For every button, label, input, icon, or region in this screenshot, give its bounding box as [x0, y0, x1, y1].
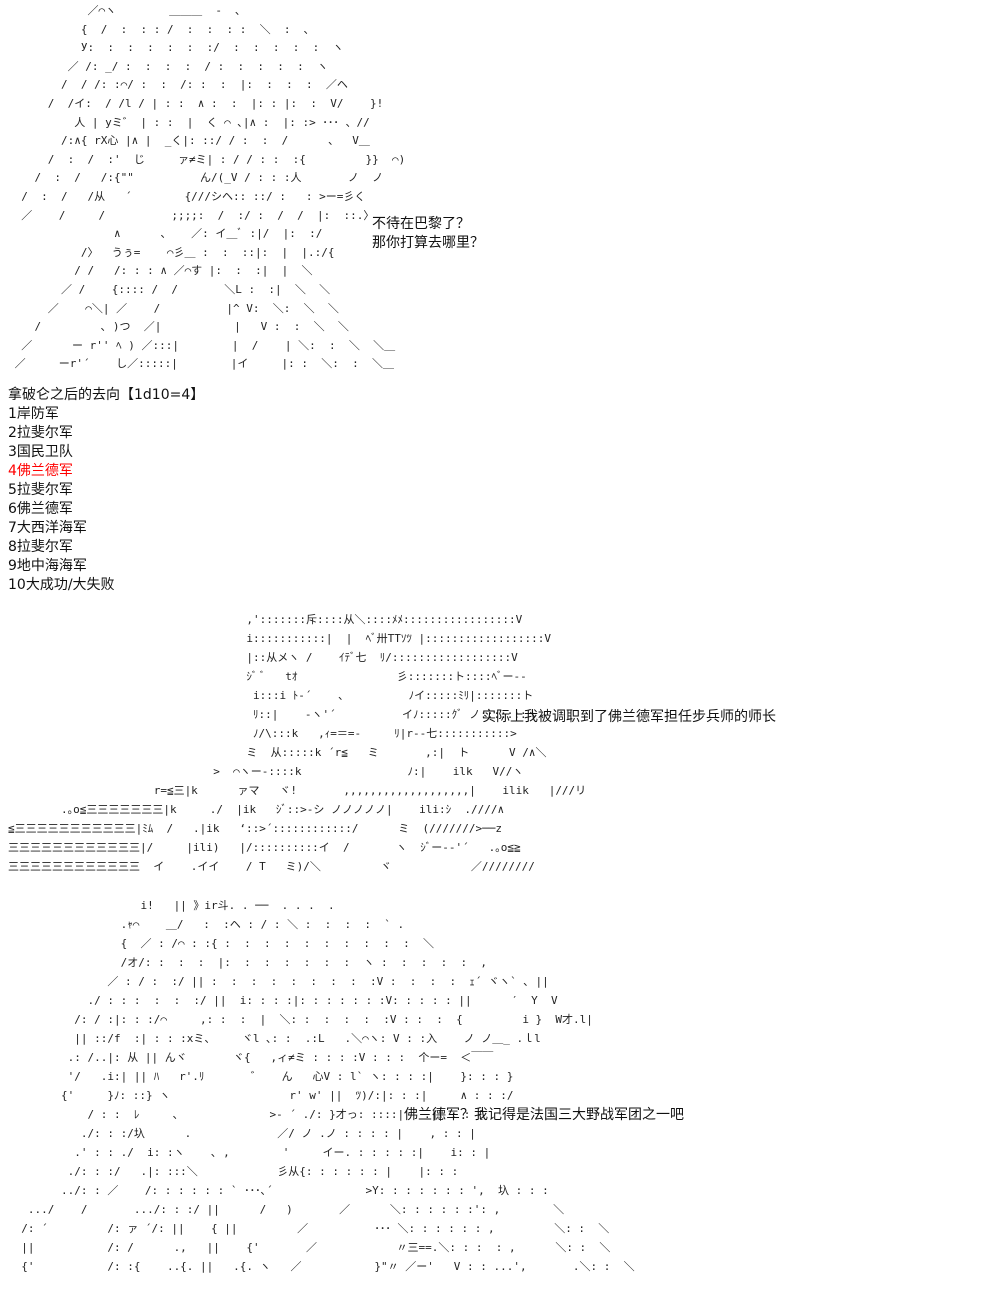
roll-title: 拿破仑之后的去向【1d10=4】 — [8, 387, 205, 403]
dialogue-line-3: 实际上我被调职到了佛兰德军担任步兵师的师长 — [482, 709, 776, 725]
roll-option-7: 7大西洋海军 — [8, 520, 87, 536]
dialogue-line-2: 那你打算去哪里？ — [372, 235, 484, 251]
roll-option-1: 1岸防军 — [8, 406, 59, 422]
ascii-art-napoleon-bear: ／⌒ヽ ＿＿＿ ‐ ､ { / : : : / : : : : ＼ : ､ У:… — [14, 4, 406, 371]
roll-option-6: 6佛兰德军 — [8, 501, 73, 517]
dialogue-line-1: 不待在巴黎了？ — [372, 216, 470, 232]
roll-option-8: 8拉斐尔军 — [8, 539, 73, 555]
roll-options-list: 1岸防军 2拉斐尔军 3国民卫队 4佛兰德军 5拉斐尔军 6佛兰德军 7大西洋海… — [8, 405, 115, 595]
roll-option-5: 5拉斐尔军 — [8, 482, 73, 498]
roll-option-4-selected: 4佛兰德军 — [8, 463, 73, 479]
dialogue-line-4: 佛兰德军？我记得是法国三大野战军团之一吧 — [404, 1107, 684, 1123]
roll-option-9: 9地中海海军 — [8, 558, 87, 574]
ascii-art-character-bear-2: i! || 》ir斗. . ── . . . . .ｬ⌒ ＿/ : :ヘ : /… — [21, 899, 635, 1273]
ascii-art-character-lying: ,':::::::斥::::从＼::::ﾒﾒ:::::::::::::::::V… — [8, 613, 587, 873]
roll-option-10: 10大成功/大失败 — [8, 577, 115, 593]
roll-option-3: 3国民卫队 — [8, 444, 73, 460]
roll-option-2: 2拉斐尔军 — [8, 425, 73, 441]
